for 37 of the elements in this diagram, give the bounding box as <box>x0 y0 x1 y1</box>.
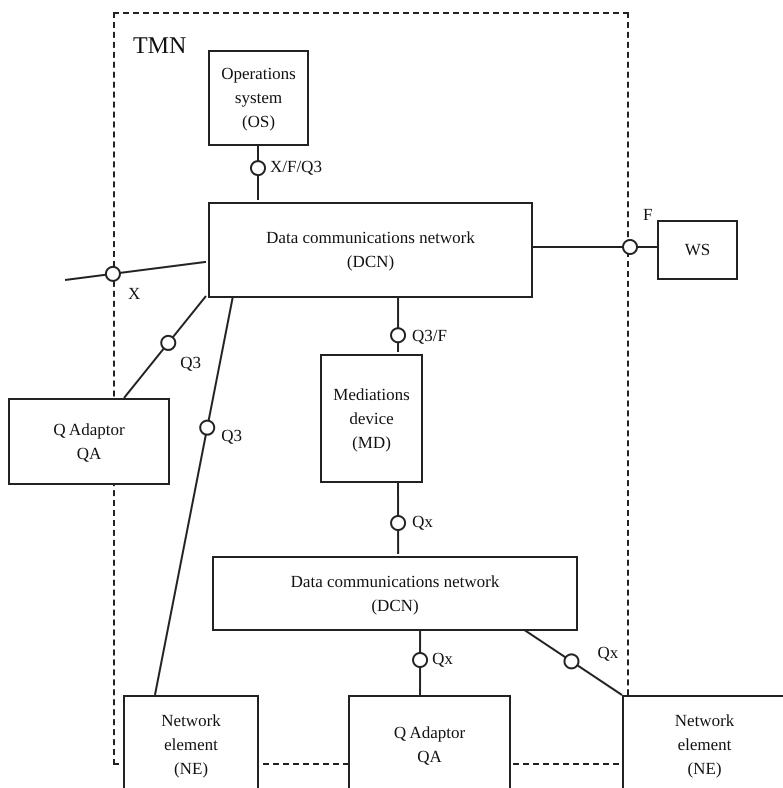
interface-connector <box>64 260 206 282</box>
component-box <box>123 695 259 788</box>
edge-label: X <box>128 284 140 304</box>
component-label: Operations system (OS) <box>220 63 297 133</box>
interface-connector <box>250 144 266 200</box>
interface-connector <box>522 628 623 696</box>
interface-connector <box>531 239 657 255</box>
edge-label: Q3/F <box>412 326 447 346</box>
component-box <box>348 695 511 788</box>
component-label: Data communications network (DCN) <box>265 227 476 273</box>
component-box <box>208 202 533 298</box>
interface-connector <box>390 296 406 352</box>
edge-label: X/F/Q3 <box>270 157 322 178</box>
component-label: Q Adaptor QA <box>52 418 126 464</box>
component-box <box>657 220 738 280</box>
edge-label: F <box>643 205 652 225</box>
component-box <box>208 50 309 146</box>
interface-connector <box>412 629 428 695</box>
edge-label: Q3 <box>221 426 242 446</box>
edge-label: Q3 <box>180 352 202 373</box>
edge-label: Qx <box>412 512 433 532</box>
interface-connector <box>390 481 406 554</box>
edge-label: Qx <box>597 643 618 664</box>
component-box <box>622 695 783 788</box>
component-label: Network element (NE) <box>160 710 222 780</box>
interface-connector <box>154 296 234 696</box>
interface-connector <box>123 295 207 399</box>
component-label: Q Adaptor QA <box>392 722 466 768</box>
component-label: Data communications network (DCN) <box>290 570 500 616</box>
component-box <box>212 556 578 631</box>
component-label: WS <box>684 239 712 261</box>
component-label: Network element (NE) <box>674 710 736 780</box>
component-box <box>320 354 423 483</box>
edge-label: Qx <box>432 649 453 670</box>
component-box <box>8 398 170 485</box>
region-title: TMN <box>133 32 186 61</box>
component-label: Mediations device (MD) <box>332 384 411 454</box>
